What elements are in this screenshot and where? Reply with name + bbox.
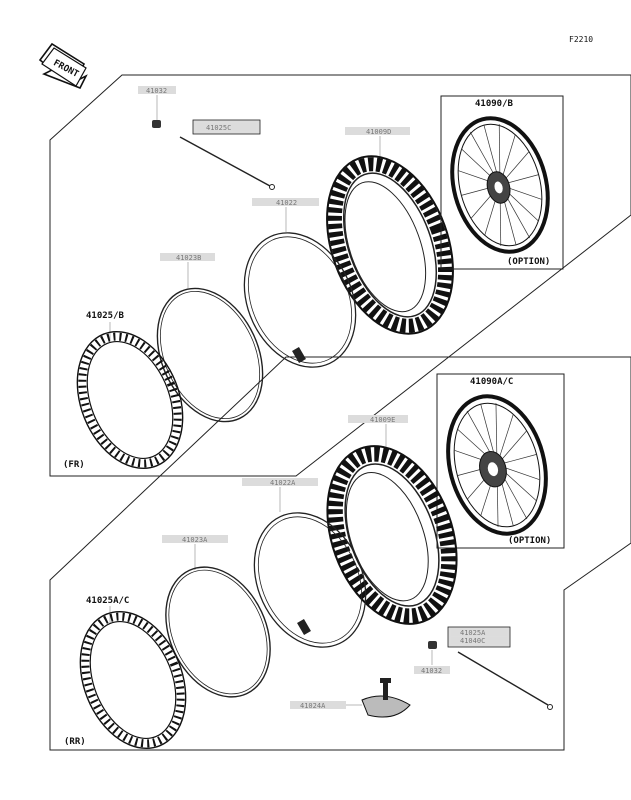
front-rim-band-part xyxy=(156,287,264,423)
valve-cap-part xyxy=(152,120,161,128)
rear-rim-band-part xyxy=(165,566,271,698)
part-label-41040c: 41040C xyxy=(460,637,485,645)
tag-bg xyxy=(138,86,176,94)
rear-spoke-part xyxy=(457,651,553,710)
part-label-41024a: 41024A xyxy=(300,702,326,710)
front-tube-part xyxy=(243,232,357,368)
part-label-41025b: 41025/B xyxy=(86,311,125,321)
part-label-41025c: 41025C xyxy=(206,124,231,132)
front-panel xyxy=(49,74,631,477)
rim-lock-part xyxy=(361,678,411,718)
part-label-41025a: 41025A xyxy=(460,629,486,637)
front-arrow-icon: FRONT xyxy=(38,42,88,90)
spoke-part xyxy=(179,136,275,190)
rear-option-box xyxy=(436,373,565,549)
part-label-41022a: 41022A xyxy=(270,479,296,487)
rear-option-label: (OPTION) xyxy=(508,536,551,546)
part-label-41022: 41022 xyxy=(276,199,297,207)
figure-code: F2210 xyxy=(569,35,593,44)
front-tire-part xyxy=(326,155,454,335)
part-label-41032-fr: 41032 xyxy=(146,87,167,95)
front-section-tag: (FR) xyxy=(63,460,85,470)
rear-tire-part xyxy=(326,445,458,625)
part-label-41032-rr: 41032 xyxy=(421,667,442,675)
part-label-41009e: 41009E xyxy=(370,416,395,424)
part-label-41090b: 41090/B xyxy=(475,99,514,109)
rear-wheel-assy-part xyxy=(446,394,548,536)
rear-tube-part xyxy=(253,512,367,648)
rear-rim-part xyxy=(79,610,187,750)
front-option-box xyxy=(440,95,564,270)
part-label-41023b: 41023B xyxy=(176,254,201,262)
rear-valve-cap-part xyxy=(428,641,437,649)
part-label-41090ac: 41090A/C xyxy=(470,377,513,387)
part-label-41009d: 41009D xyxy=(366,128,391,136)
front-wheel-assy-part xyxy=(450,116,550,254)
front-rim-part xyxy=(76,330,184,470)
part-label-41023a: 41023A xyxy=(182,536,208,544)
front-option-label: (OPTION) xyxy=(507,257,550,267)
rear-panel xyxy=(49,356,631,751)
part-label-41025ac: 41025A/C xyxy=(86,596,129,606)
rear-section-tag: (RR) xyxy=(64,737,86,747)
